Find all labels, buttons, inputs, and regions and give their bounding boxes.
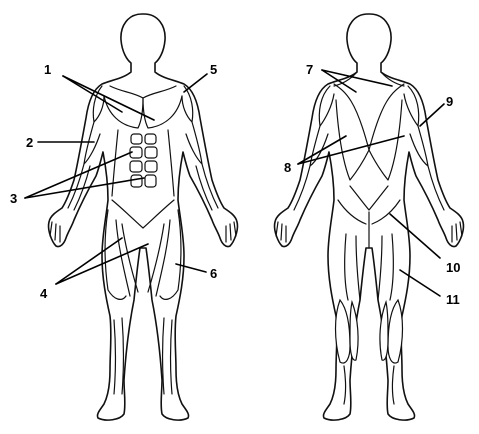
label-2: 2 [26,135,33,150]
label-9: 9 [446,94,453,109]
label-3: 3 [10,191,17,206]
label-5: 5 [210,62,217,77]
label-1: 1 [44,62,51,77]
leader-5 [184,74,207,92]
label-10: 10 [446,260,460,275]
label-11: 11 [446,292,460,307]
back-figure [275,14,464,420]
label-7: 7 [306,62,313,77]
label-4: 4 [40,286,48,301]
label-8: 8 [284,160,291,175]
label-6: 6 [210,266,217,281]
